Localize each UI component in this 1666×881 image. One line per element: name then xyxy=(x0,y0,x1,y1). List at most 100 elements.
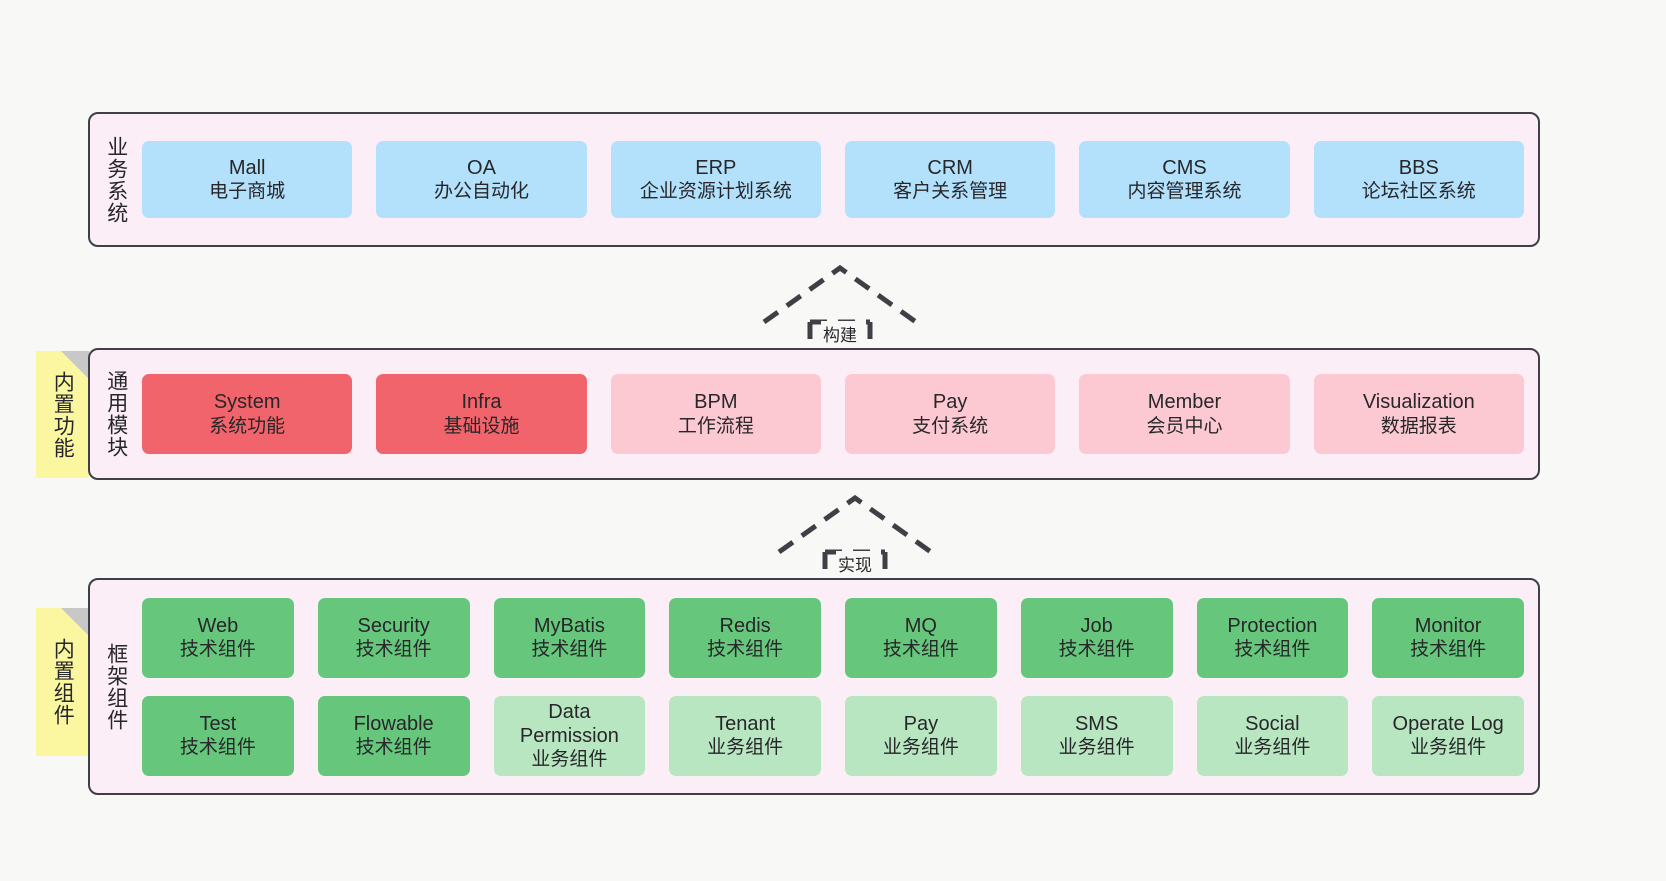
card-subtitle: 系统功能 xyxy=(209,415,286,437)
card-title: Flowable xyxy=(353,712,434,735)
card-cms[interactable]: CMS 内容管理系统 xyxy=(1079,141,1290,218)
card-web[interactable]: Web 技术组件 xyxy=(142,597,294,678)
card-operate-log[interactable]: Operate Log 业务组件 xyxy=(1372,695,1524,776)
card-test[interactable]: Test 技术组件 xyxy=(142,695,294,776)
card-title: Social xyxy=(1245,712,1300,735)
layer-framework-components: 框架组件 Web 技术组件 Security 技术组件 MyBatis 技术组件… xyxy=(88,578,1540,795)
card-bbs[interactable]: BBS 论坛社区系统 xyxy=(1313,141,1524,218)
card-row: Web 技术组件 Security 技术组件 MyBatis 技术组件 Redi… xyxy=(142,597,1524,678)
card-social[interactable]: Social 业务组件 xyxy=(1196,695,1349,776)
card-title: Operate Log xyxy=(1392,712,1504,735)
arrow-head-outline xyxy=(762,264,918,325)
card-subtitle: 技术组件 xyxy=(179,737,256,759)
card-title: Redis xyxy=(719,614,771,637)
sticky-note-label: 内置功能 xyxy=(51,370,75,459)
card-subtitle: 技术组件 xyxy=(707,639,784,661)
card-bpm[interactable]: BPM 工作流程 xyxy=(610,374,821,454)
layer-label-common-modules: 通用模块 xyxy=(104,370,128,458)
card-subtitle: 论坛社区系统 xyxy=(1361,181,1476,203)
card-title: SMS xyxy=(1074,712,1119,735)
card-subtitle: 会员中心 xyxy=(1146,415,1223,437)
card-pay-business[interactable]: Pay 业务组件 xyxy=(845,695,997,776)
card-tenant[interactable]: Tenant 业务组件 xyxy=(669,695,821,776)
card-subtitle: 业务组件 xyxy=(1410,737,1487,759)
card-infra[interactable]: Infra 基础设施 xyxy=(376,374,587,454)
card-subtitle: 内容管理系统 xyxy=(1127,181,1242,203)
card-subtitle: 支付系统 xyxy=(912,415,989,437)
layer-label-business-systems: 业务系统 xyxy=(104,135,128,224)
card-subtitle: 技术组件 xyxy=(1410,639,1487,661)
card-erp[interactable]: ERP 企业资源计划系统 xyxy=(610,141,821,218)
card-title: Visualization xyxy=(1362,391,1475,414)
card-title: Job xyxy=(1080,614,1113,637)
card-title: Monitor xyxy=(1414,614,1482,637)
card-sms[interactable]: SMS 业务组件 xyxy=(1020,695,1173,776)
card-title: System xyxy=(213,391,281,414)
card-title: BBS xyxy=(1398,156,1439,179)
card-subtitle: 技术组件 xyxy=(531,639,608,661)
card-subtitle: 数据报表 xyxy=(1380,415,1457,437)
layer-body-business-systems: Mall 电子商城 OA 办公自动化 ERP 企业资源计划系统 CRM 客户关系… xyxy=(142,114,1538,245)
card-subtitle: 技术组件 xyxy=(1234,639,1311,661)
card-data-permission[interactable]: Data Permission 业务组件 xyxy=(493,695,646,776)
card-mq[interactable]: MQ 技术组件 xyxy=(845,597,997,678)
card-mall[interactable]: Mall 电子商城 xyxy=(142,141,353,218)
card-subtitle: 技术组件 xyxy=(179,639,256,661)
card-title: Infra xyxy=(461,391,502,414)
card-title: BPM xyxy=(694,391,738,414)
card-subtitle: 业务组件 xyxy=(531,749,608,771)
card-title: MQ xyxy=(904,614,937,637)
card-title: Tenant xyxy=(715,712,776,735)
card-row: System 系统功能 Infra 基础设施 BPM 工作流程 Pay 支付系统… xyxy=(142,374,1524,454)
card-subtitle: 技术组件 xyxy=(355,639,432,661)
card-row: Test 技术组件 Flowable 技术组件 Data Permission … xyxy=(142,695,1524,776)
card-system[interactable]: System 系统功能 xyxy=(142,374,353,454)
card-title: Mall xyxy=(228,156,266,179)
card-title: Web xyxy=(197,614,239,637)
card-subtitle: 基础设施 xyxy=(443,415,520,437)
card-pay[interactable]: Pay 支付系统 xyxy=(844,374,1056,454)
card-job[interactable]: Job 技术组件 xyxy=(1020,597,1173,678)
card-subtitle: 业务组件 xyxy=(707,737,784,759)
card-subtitle: 电子商城 xyxy=(209,181,286,203)
card-title: Protection xyxy=(1227,614,1318,637)
card-security[interactable]: Security 技术组件 xyxy=(317,597,470,678)
card-mybatis[interactable]: MyBatis 技术组件 xyxy=(493,597,646,678)
arrow-head-outline xyxy=(777,494,933,555)
card-subtitle: 业务组件 xyxy=(1234,737,1311,759)
sticky-note-builtin-features: 内置功能 xyxy=(36,351,89,478)
sticky-note-builtin-components: 内置组件 xyxy=(36,608,89,756)
card-subtitle: 工作流程 xyxy=(677,415,754,437)
card-subtitle: 技术组件 xyxy=(1058,639,1135,661)
card-subtitle: 企业资源计划系统 xyxy=(639,181,792,203)
card-subtitle: 业务组件 xyxy=(882,737,959,759)
card-monitor[interactable]: Monitor 技术组件 xyxy=(1372,597,1524,678)
layer-body-common-modules: System 系统功能 Infra 基础设施 BPM 工作流程 Pay 支付系统… xyxy=(142,350,1538,478)
card-title: Data Permission xyxy=(519,700,619,747)
card-protection[interactable]: Protection 技术组件 xyxy=(1196,597,1349,678)
card-subtitle: 客户关系管理 xyxy=(893,181,1008,203)
card-subtitle: 办公自动化 xyxy=(433,181,529,203)
card-title: Pay xyxy=(903,712,939,735)
layer-body-framework-components: Web 技术组件 Security 技术组件 MyBatis 技术组件 Redi… xyxy=(142,580,1538,793)
card-subtitle: 技术组件 xyxy=(882,639,959,661)
connector-build: 构建 xyxy=(760,262,920,354)
card-title: Test xyxy=(199,712,237,735)
card-flowable[interactable]: Flowable 技术组件 xyxy=(317,695,470,776)
card-redis[interactable]: Redis 技术组件 xyxy=(669,597,821,678)
card-visualization[interactable]: Visualization 数据报表 xyxy=(1313,374,1524,454)
card-title: CMS xyxy=(1162,156,1207,179)
card-title: OA xyxy=(467,156,496,179)
layer-label-framework-components: 框架组件 xyxy=(104,642,128,731)
layer-business-systems: 业务系统 Mall 电子商城 OA 办公自动化 ERP 企业资源计划系统 CRM… xyxy=(88,112,1540,247)
card-subtitle: 业务组件 xyxy=(1058,737,1135,759)
card-row: Mall 电子商城 OA 办公自动化 ERP 企业资源计划系统 CRM 客户关系… xyxy=(142,141,1524,218)
connector-label-realize: 实现 xyxy=(836,551,874,576)
card-oa[interactable]: OA 办公自动化 xyxy=(376,141,587,218)
connector-label-build: 构建 xyxy=(821,321,859,346)
card-title: Pay xyxy=(932,391,968,414)
card-member[interactable]: Member 会员中心 xyxy=(1079,374,1290,454)
card-crm[interactable]: CRM 客户关系管理 xyxy=(844,141,1056,218)
connector-realize: 实现 xyxy=(775,492,935,584)
